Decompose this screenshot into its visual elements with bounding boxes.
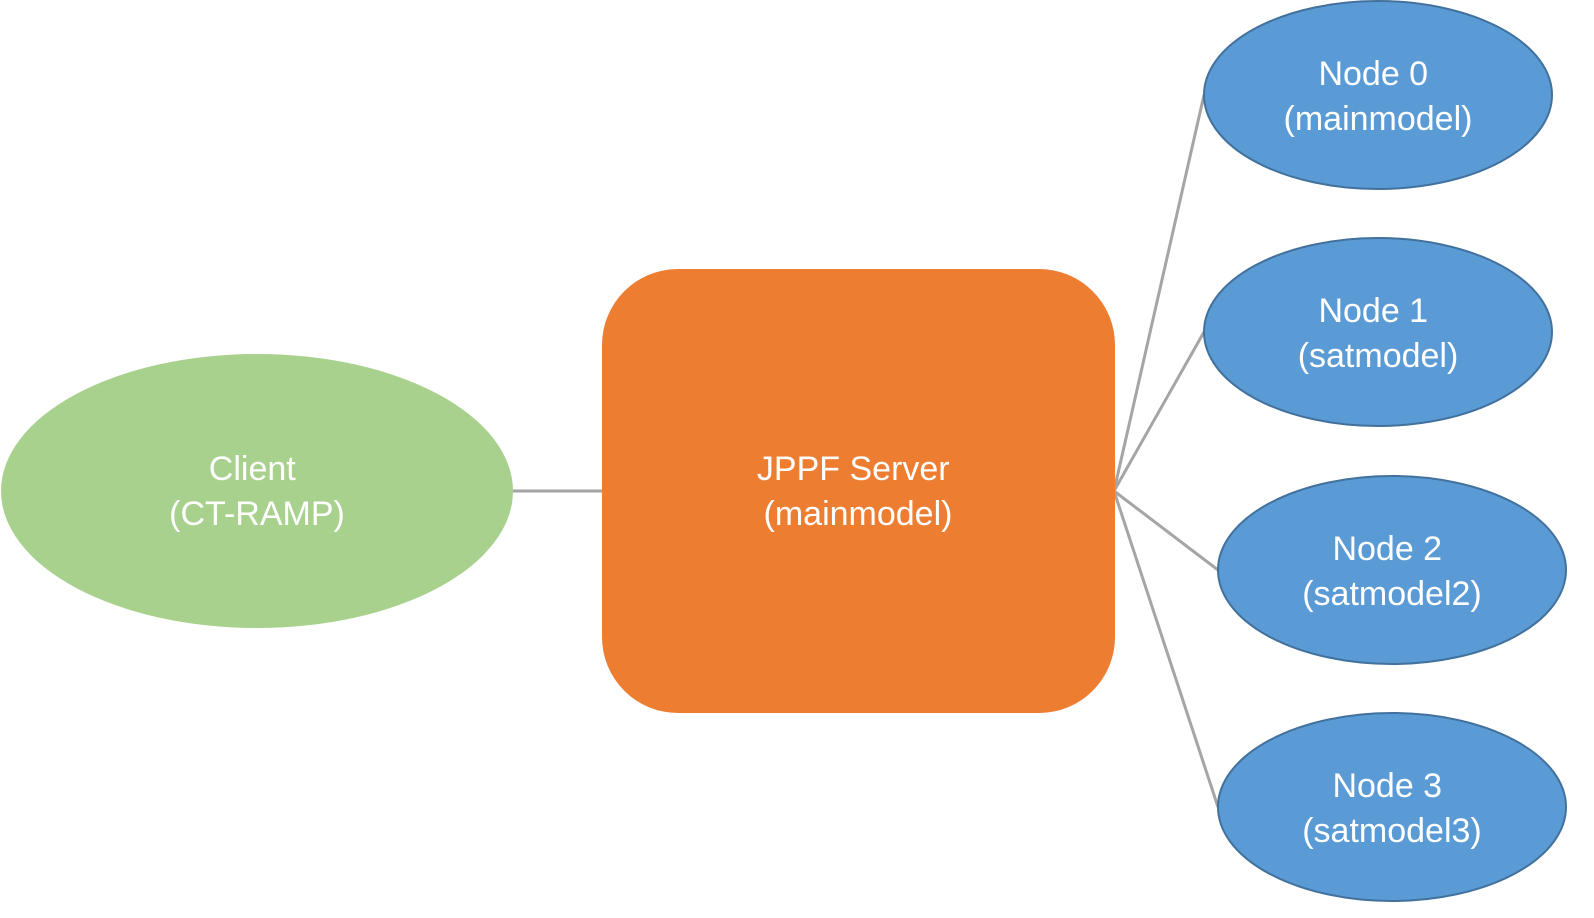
node-2-label-line1: Node 2	[1332, 530, 1442, 568]
node-1-label: Node 1 (satmodel)	[1298, 292, 1459, 375]
node-1-label-line2: (satmodel)	[1298, 337, 1459, 375]
node-0-label: Node 0 (mainmodel)	[1284, 55, 1473, 138]
node-0-label-line2: (mainmodel)	[1284, 100, 1473, 138]
server-label: JPPF Server (mainmodel)	[757, 450, 959, 533]
connector-server-node-3	[1112, 490, 1220, 808]
server-label-line1: JPPF Server	[757, 450, 950, 488]
client-label-line1: Client	[209, 450, 296, 488]
node-2-label-line2: (satmodel2)	[1302, 575, 1482, 613]
node-0-ellipse	[1203, 0, 1553, 190]
connectors	[513, 94, 1220, 808]
node-3-label-line1: Node 3	[1332, 767, 1442, 805]
node-2-ellipse	[1217, 475, 1567, 665]
client-shape: Client (CT-RAMP)	[1, 354, 513, 628]
node-1-ellipse	[1203, 237, 1553, 427]
node-3-ellipse	[1217, 712, 1567, 902]
server-shape: JPPF Server (mainmodel)	[602, 269, 1115, 713]
node-3-label: Node 3 (satmodel3)	[1302, 767, 1482, 850]
node-1-label-line1: Node 1	[1318, 292, 1428, 330]
client-label-line2: (CT-RAMP)	[169, 495, 345, 533]
server-box	[602, 269, 1115, 713]
node-2-shape: Node 2 (satmodel2)	[1217, 475, 1567, 665]
connector-server-node-0	[1112, 94, 1206, 492]
connector-server-node-1	[1112, 331, 1206, 492]
node-1-shape: Node 1 (satmodel)	[1203, 237, 1553, 427]
client-label: Client (CT-RAMP)	[169, 450, 345, 533]
node-0-shape: Node 0 (mainmodel)	[1203, 0, 1553, 190]
node-3-shape: Node 3 (satmodel3)	[1217, 712, 1567, 902]
node-0-label-line1: Node 0	[1318, 55, 1428, 93]
node-2-label: Node 2 (satmodel2)	[1302, 530, 1482, 613]
client-ellipse	[1, 354, 513, 628]
node-3-label-line2: (satmodel3)	[1302, 812, 1482, 850]
server-label-line2: (mainmodel)	[764, 495, 953, 533]
connector-server-node-2	[1113, 489, 1219, 572]
